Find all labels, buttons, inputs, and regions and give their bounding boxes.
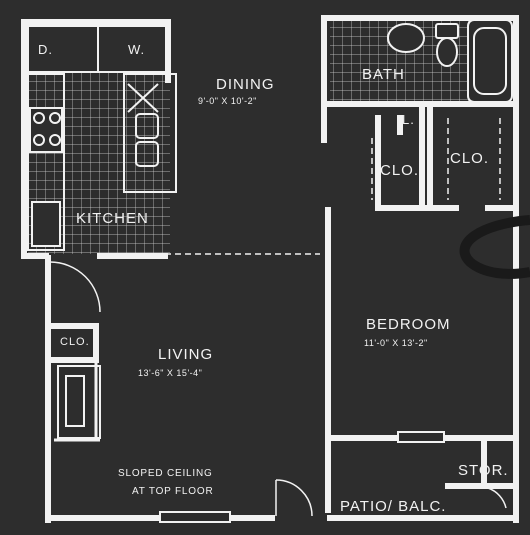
- sloped-ceiling-note-line1: SLOPED CEILING: [118, 468, 213, 479]
- door-swings: [49, 261, 516, 517]
- bedroom-closet-2-label: CLO.: [450, 150, 490, 167]
- dryer-label: D.: [38, 42, 53, 57]
- living-title: LIVING: [158, 346, 214, 363]
- dining-dimensions: 9'-0" X 10'-2": [198, 96, 257, 106]
- kitchen-title: KITCHEN: [76, 210, 149, 227]
- walls: [21, 15, 519, 523]
- kitchen-counters: [27, 73, 177, 251]
- living-dimensions: 13'-6" X 15'-4": [138, 368, 203, 378]
- dining-title: DINING: [216, 76, 275, 93]
- patio-title: PATIO/ BALC.: [340, 498, 447, 515]
- bath-fixtures: [387, 19, 513, 103]
- storage-title: STOR.: [458, 462, 509, 479]
- washer-label: W.: [128, 42, 146, 57]
- scan-artifact-curve: [459, 215, 530, 279]
- linen-closet-label: L.: [402, 112, 415, 127]
- sloped-ceiling-note-line2: AT TOP FLOOR: [132, 486, 214, 497]
- fireplace: [57, 365, 101, 439]
- windows: [159, 431, 445, 523]
- bedroom-closet-1-label: CLO.: [380, 162, 420, 179]
- bedroom-title: BEDROOM: [366, 316, 451, 333]
- bedroom-dimensions: 11'-0" X 13'-2": [364, 338, 428, 348]
- living-closet-label: CLO.: [60, 336, 90, 348]
- bath-title: BATH: [362, 66, 405, 83]
